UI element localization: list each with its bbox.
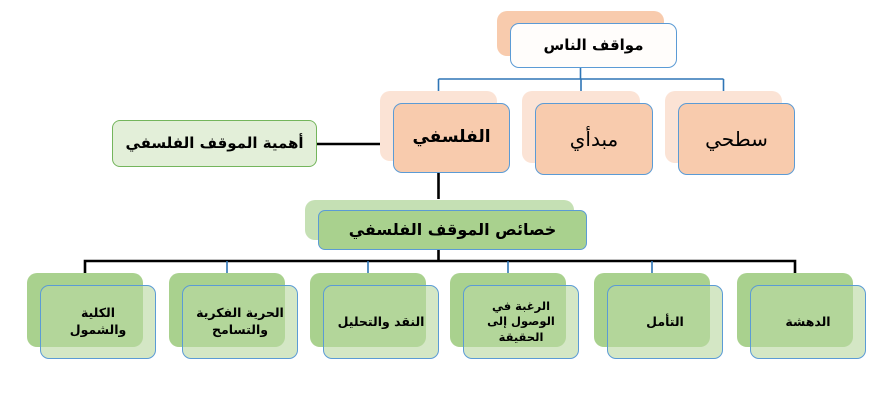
node-trait-wonder[interactable]: الدهشة [737, 273, 866, 359]
node-trait-contemplation-label: التأمل [607, 285, 723, 359]
node-trait-totality-label: الكلية والشمول [40, 285, 156, 359]
node-trait-wonder-label: الدهشة [750, 285, 866, 359]
node-branch-superficial-label: سطحي [678, 103, 795, 175]
node-trait-freedom-tolerance[interactable]: الحرية الفكرية والتسامح [169, 273, 298, 359]
node-characteristics[interactable]: خصائص الموقف الفلسفي [305, 200, 587, 250]
node-branch-philosophical[interactable]: الفلسفي [380, 91, 510, 173]
node-trait-desire-truth-label: الرغبة في الوصول إلى الحقيقة [463, 285, 579, 359]
connector-top-tree [437, 68, 725, 95]
node-trait-contemplation[interactable]: التأمل [594, 273, 723, 359]
node-importance-note[interactable]: أهمية الموقف الفلسفي [112, 120, 317, 167]
node-branch-principled[interactable]: مبدأي [522, 91, 653, 175]
node-trait-freedom-tolerance-label: الحرية الفكرية والتسامح [182, 285, 298, 359]
node-people-attitudes[interactable]: مواقف الناس [497, 11, 677, 68]
node-characteristics-label: خصائص الموقف الفلسفي [318, 210, 587, 250]
node-branch-principled-label: مبدأي [535, 103, 653, 175]
connector-bottom-tree-trunk [83, 249, 797, 276]
node-people-attitudes-label: مواقف الناس [510, 23, 677, 68]
node-trait-desire-truth[interactable]: الرغبة في الوصول إلى الحقيقة [450, 273, 579, 359]
node-trait-totality[interactable]: الكلية والشمول [27, 273, 156, 359]
node-branch-philosophical-label: الفلسفي [393, 103, 510, 173]
node-branch-superficial[interactable]: سطحي [665, 91, 795, 175]
connector-bottom-tree-drops [226, 261, 653, 276]
node-trait-criticism-analysis-label: النقد والتحليل [323, 285, 439, 359]
node-trait-criticism-analysis[interactable]: النقد والتحليل [310, 273, 439, 359]
node-importance-note-label: أهمية الموقف الفلسفي [112, 120, 317, 167]
